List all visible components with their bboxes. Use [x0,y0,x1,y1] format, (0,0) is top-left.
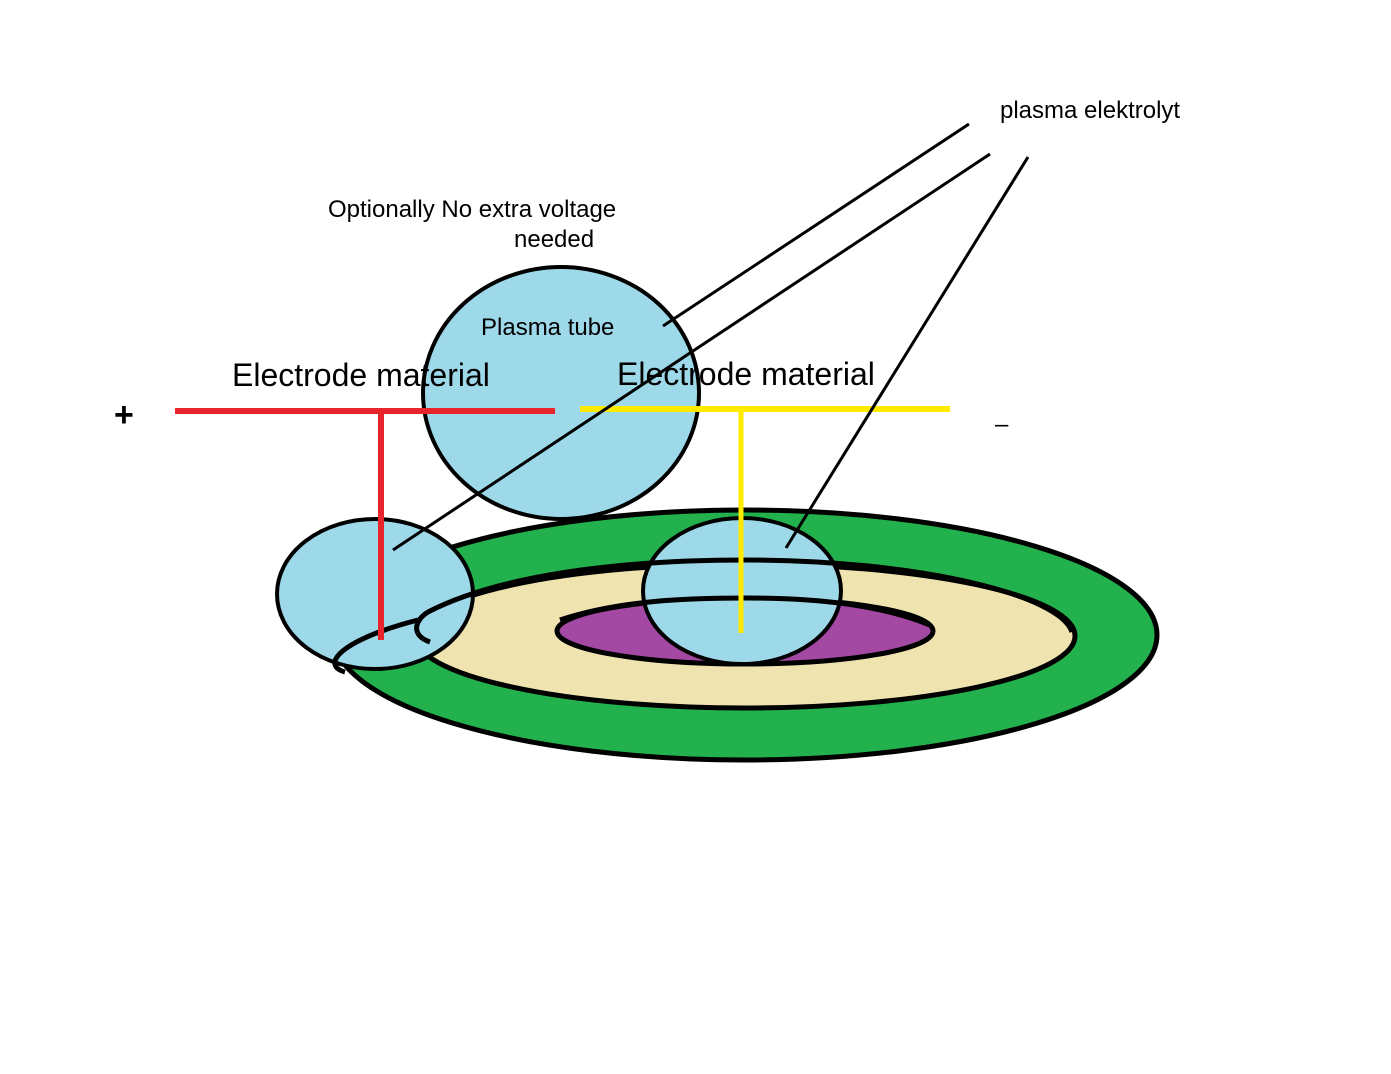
plus-sign: + [114,396,134,434]
left-plasma-bubble [275,517,475,671]
outer-ring-left-edge [332,617,419,675]
electrode-right-label: Electrode material [617,356,875,392]
ring-hook-left [414,609,431,645]
middle-ring-top-edge [559,595,931,628]
outer-ring-inner-edge [426,557,1075,634]
optional-note-line1: Optionally No extra voltage [328,196,616,223]
plasma-tube-label: Plasma tube [481,314,614,341]
minus-sign: – [995,411,1009,438]
plasma-electrolyte-label: plasma elektrolyt [1000,97,1180,124]
electrode-left-label: Electrode material [232,357,490,393]
pointer-line-right-bubble [784,156,1030,549]
optional-note-line2: needed [514,226,594,253]
pointer-line-plasma-tube [662,122,970,328]
pointer-line-left-bubble [392,152,991,552]
plasma-tube-circle [421,265,701,521]
